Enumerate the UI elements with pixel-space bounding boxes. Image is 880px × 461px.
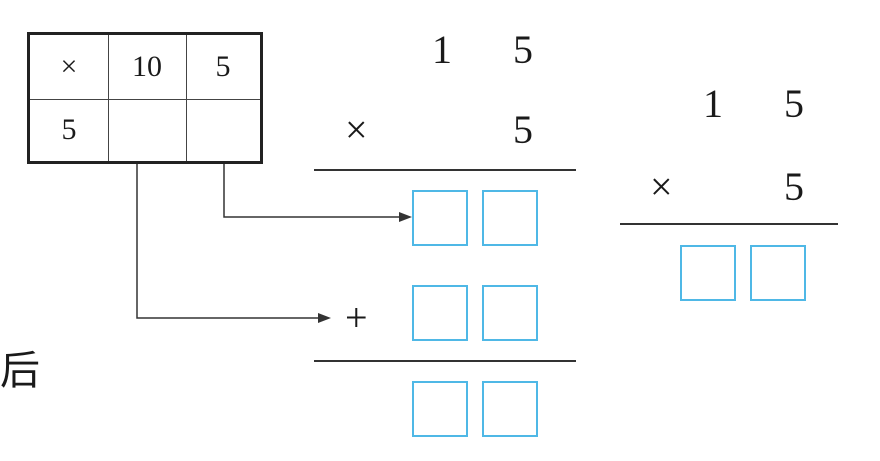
grid-row-divider <box>30 99 260 100</box>
left-partial2-box-ones[interactable] <box>482 285 538 341</box>
right-product-box-tens[interactable] <box>680 245 736 301</box>
arrow-tens-to-second-partial <box>136 164 320 319</box>
left-partial1-box-tens[interactable] <box>412 190 468 246</box>
left-top-digit-tens: 1 <box>432 27 452 72</box>
grid-row-multiplier: 5 <box>61 113 77 146</box>
right-multiplier: 5 <box>784 164 804 209</box>
right-top-digit-ones: 5 <box>784 81 804 126</box>
right-top-digit-tens: 1 <box>703 81 723 126</box>
grid-operator-cell: × <box>60 50 78 83</box>
grid-header-tens: 10 <box>132 50 162 83</box>
left-plus-sign: + <box>345 295 368 340</box>
arrowhead-second-partial <box>318 313 331 323</box>
arrowhead-first-partial <box>399 212 412 222</box>
left-times-sign: × <box>345 107 368 152</box>
left-sum-rule <box>314 360 576 362</box>
multiplication-grid: × 10 5 5 <box>27 32 263 164</box>
right-product-box-ones[interactable] <box>750 245 806 301</box>
side-text: 后 <box>0 348 40 394</box>
right-times-sign: × <box>650 164 673 209</box>
grid-col-divider-1 <box>108 35 109 161</box>
left-sum-box-tens[interactable] <box>412 381 468 437</box>
left-multiplier: 5 <box>513 107 533 152</box>
right-product-rule <box>620 223 838 225</box>
left-top-digit-ones: 5 <box>513 27 533 72</box>
grid-col-divider-2 <box>186 35 187 161</box>
left-product-rule <box>314 169 576 171</box>
left-partial1-box-ones[interactable] <box>482 190 538 246</box>
grid-header-ones: 5 <box>215 50 231 83</box>
left-sum-box-ones[interactable] <box>482 381 538 437</box>
left-partial2-box-tens[interactable] <box>412 285 468 341</box>
arrow-ones-to-first-partial <box>223 164 402 218</box>
